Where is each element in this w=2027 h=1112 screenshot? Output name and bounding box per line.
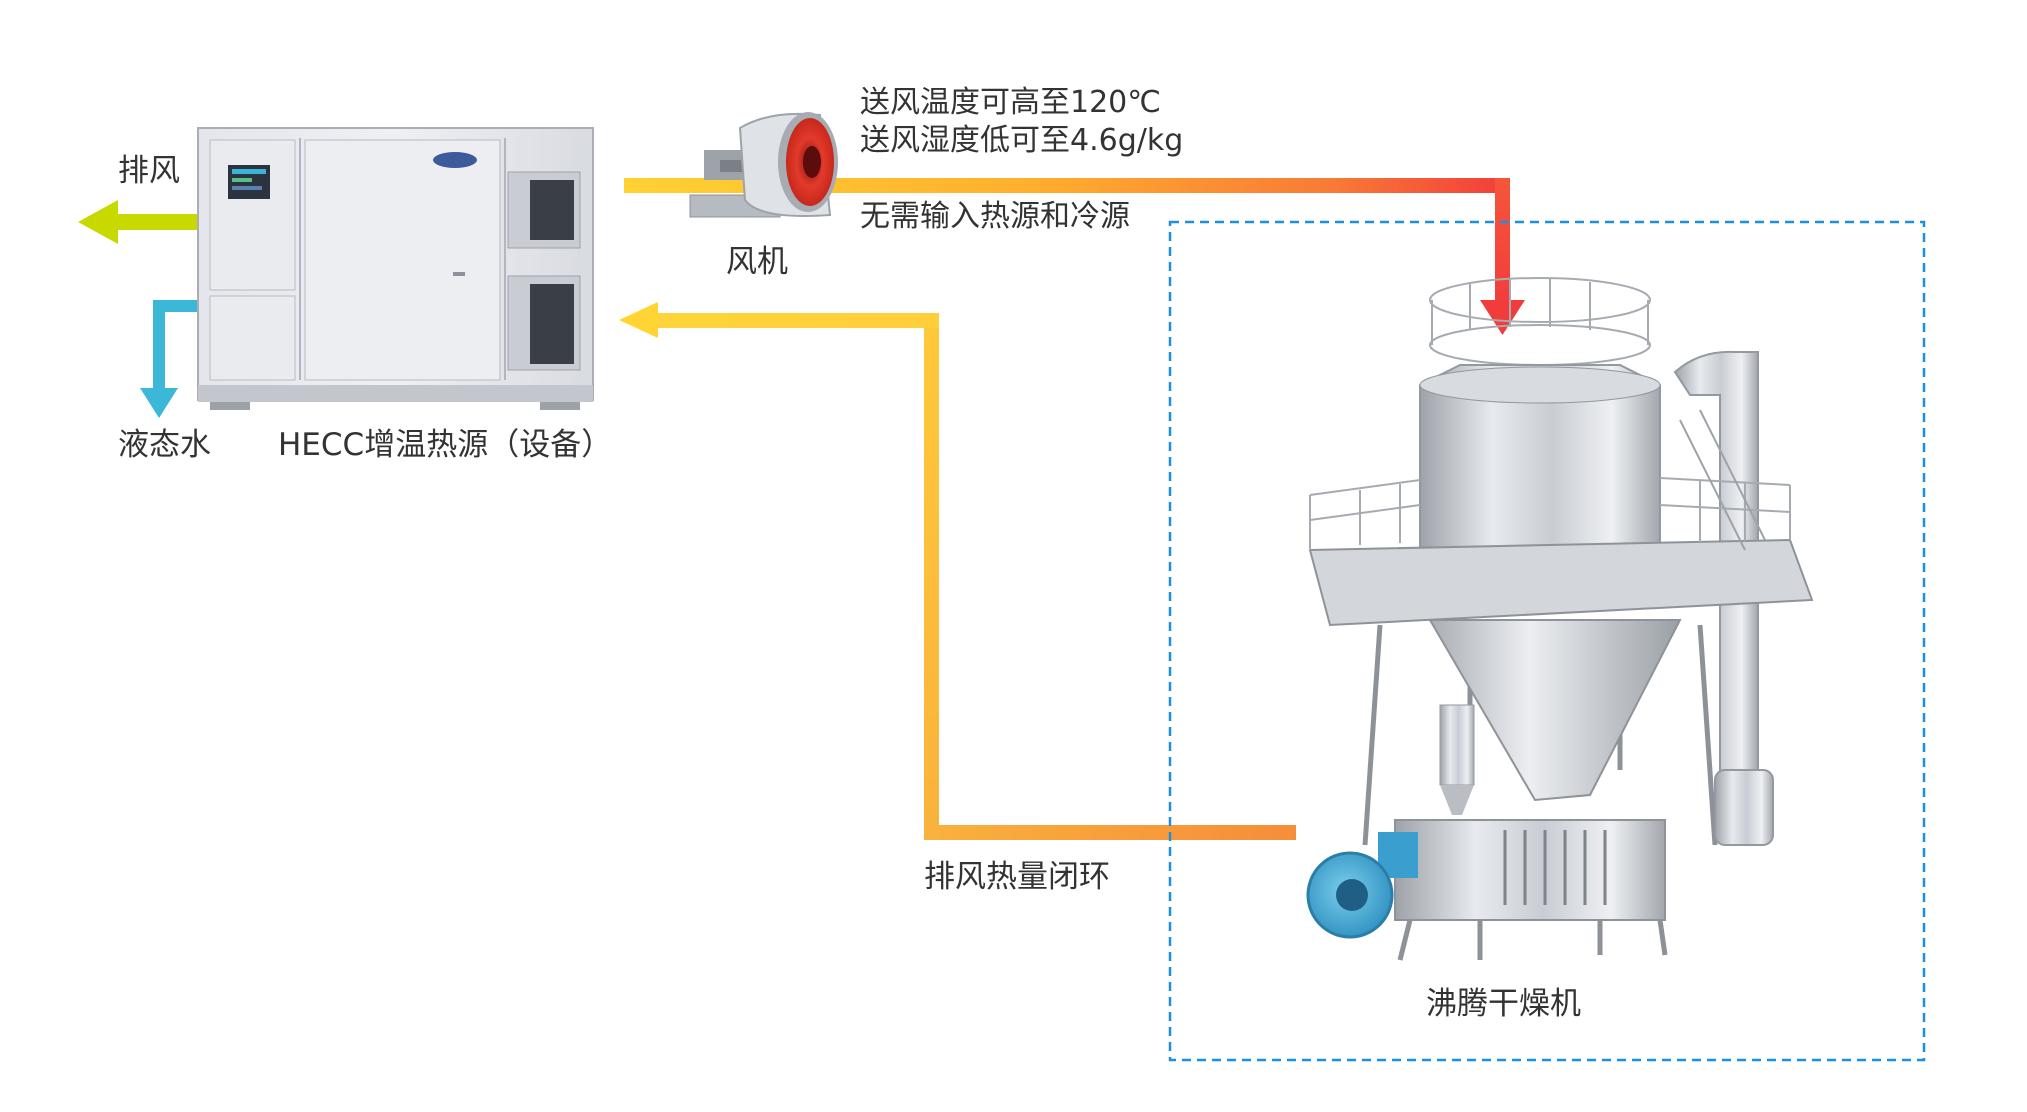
- supply-humidity-label: 送风湿度低可至4.6g/kg: [860, 123, 1184, 158]
- centrifugal-fan-icon: [689, 112, 838, 218]
- supply-air-arrow: [624, 178, 1525, 335]
- exhaust-return-arrow: [619, 302, 1296, 840]
- fluid-bed-dryer-icon: [1306, 277, 1814, 961]
- dryer-label: 沸腾干燥机: [1426, 986, 1581, 1022]
- no-input-label: 无需输入热源和冷源: [860, 199, 1130, 234]
- exhaust-label: 排风: [118, 153, 180, 189]
- closed-loop-label: 排风热量闭环: [924, 859, 1110, 895]
- fan-label: 风机: [726, 244, 788, 280]
- liquid-water-label: 液态水: [118, 427, 211, 463]
- liquid-water-arrow: [140, 300, 201, 418]
- exhaust-arrow: [78, 200, 200, 244]
- supply-temperature-label: 送风温度可高至120℃: [860, 85, 1161, 120]
- dryer-boundary-box: [1168, 220, 1926, 1062]
- hecc-heat-source-unit-icon: [197, 127, 594, 410]
- device-label: HECC增温热源（设备）: [278, 427, 613, 463]
